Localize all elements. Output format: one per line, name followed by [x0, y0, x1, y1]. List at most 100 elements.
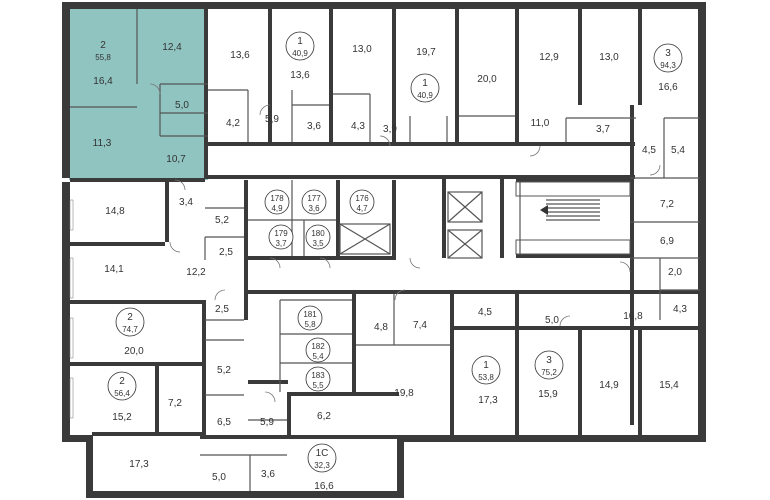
room-area-label: 13,0: [599, 52, 619, 63]
storage-number: 177: [307, 194, 321, 203]
room-area-label: 17,3: [129, 459, 149, 470]
apartment-badge[interactable]: 1 40,9: [285, 31, 315, 61]
apartment-badge[interactable]: 2 55,8: [95, 40, 111, 62]
storage-badge[interactable]: 177 3,6: [301, 189, 327, 215]
partition-walls: [70, 9, 700, 439]
apartment-rooms-count: 1: [422, 78, 428, 89]
room-area-label: 12,9: [539, 52, 559, 63]
apartment-total-area: 55,8: [95, 53, 111, 62]
storage-number: 181: [303, 310, 317, 319]
storage-badge[interactable]: 180 3,5: [305, 224, 331, 250]
apartment-total-area: 40,9: [292, 49, 308, 58]
room-area-label: 3,4: [179, 197, 193, 208]
apartment-badge[interactable]: 1 53,8: [471, 355, 501, 385]
room-area-label: 5,9: [265, 114, 279, 125]
room-area-label: 6,5: [217, 417, 231, 428]
room-area-label: 20,0: [124, 346, 144, 357]
storage-badges: 178 4,9 177 3,6 176 4,7 179 3,7 180 3,5 …: [264, 189, 375, 392]
highlighted-apartment-area[interactable]: [69, 9, 208, 180]
storage-area: 4,7: [356, 204, 368, 213]
apartment-total-area: 32,3: [314, 461, 330, 470]
storage-badge[interactable]: 182 5,4: [305, 337, 331, 363]
apartment-badge[interactable]: 1 40,9: [410, 73, 440, 103]
storage-badge[interactable]: 179 3,7: [268, 224, 294, 250]
room-area-label: 5,0: [545, 315, 559, 326]
room-area-label: 2,5: [219, 247, 233, 258]
room-area-label: 4,5: [478, 307, 492, 318]
room-area-label: 7,2: [168, 398, 182, 409]
apartment-rooms-count: 2: [100, 40, 106, 51]
room-area-label: 16,6: [658, 82, 678, 93]
apartment-badge[interactable]: 2 56,4: [107, 371, 137, 401]
apartment-badge[interactable]: 3 94,3: [653, 43, 683, 73]
room-area-label: 4,3: [673, 304, 687, 315]
room-area-label: 5,4: [671, 145, 685, 156]
apartment-rooms-count: 2: [127, 312, 133, 323]
room-area-label: 12,4: [162, 42, 182, 53]
room-area-label: 3,7: [596, 124, 610, 135]
apartment-rooms-count: 2: [119, 376, 125, 387]
room-area-label: 7,4: [413, 320, 427, 331]
room-area-label: 4,5: [642, 145, 656, 156]
apartment-rooms-count: 1: [297, 36, 303, 47]
apartment-total-area: 74,7: [122, 325, 138, 334]
stairs: [515, 181, 631, 255]
outer-walls: [62, 2, 706, 498]
room-area-label: 2,0: [668, 267, 682, 278]
room-area-label: 5,2: [217, 365, 231, 376]
room-area-label: 7,2: [660, 199, 674, 210]
room-area-label: 6,9: [660, 236, 674, 247]
room-area-label: 13,6: [230, 50, 250, 61]
building-core: [339, 181, 631, 259]
apartment-total-area: 40,9: [417, 91, 433, 100]
storage-badge[interactable]: 178 4,9: [264, 189, 290, 215]
room-area-label: 5,2: [215, 215, 229, 226]
room-area-label: 4,3: [351, 121, 365, 132]
room-area-label: 3,6: [307, 121, 321, 132]
apartment-badge[interactable]: 2 74,7: [115, 307, 145, 337]
apartment-total-area: 75,2: [541, 368, 557, 377]
storage-number: 179: [274, 229, 288, 238]
apartment-rooms-count: 1С: [316, 448, 329, 459]
storage-area: 3,5: [312, 239, 324, 248]
room-area-label: 5,9: [260, 417, 274, 428]
room-area-label: 5,0: [212, 472, 226, 483]
room-area-labels: 16,4 12,4 5,0 11,3 10,7 13,6 4,2 5,9 13,…: [93, 42, 688, 492]
apartment-total-area: 56,4: [114, 389, 130, 398]
room-area-label: 11,3: [93, 138, 112, 149]
room-area-label: 11,0: [531, 118, 550, 129]
thin-internal-lines: [70, 9, 700, 491]
storage-area: 4,9: [271, 204, 283, 213]
room-area-label: 10,7: [166, 154, 186, 165]
storage-area: 3,6: [308, 204, 320, 213]
storage-badge[interactable]: 183 5,5: [305, 366, 331, 392]
room-area-label: 15,9: [538, 389, 558, 400]
room-area-label: 12,2: [186, 267, 206, 278]
room-area-label: 4,8: [374, 322, 388, 333]
storage-badge[interactable]: 176 4,7: [349, 189, 375, 215]
apartment-badge[interactable]: 3 75,2: [534, 350, 564, 380]
room-area-label: 13,0: [352, 44, 372, 55]
storage-badge[interactable]: 181 5,8: [297, 305, 323, 331]
storage-area: 5,5: [312, 381, 324, 390]
room-area-label: 16,6: [314, 481, 334, 492]
room-area-label: 16,4: [93, 76, 113, 87]
apartment-total-area: 53,8: [478, 373, 494, 382]
apartment-rooms-count: 1: [483, 360, 489, 371]
apartment-badge[interactable]: 1С 32,3: [307, 443, 337, 473]
apartment-rooms-count: 3: [546, 355, 552, 366]
room-area-label: 14,8: [105, 206, 125, 217]
room-area-label: 14,9: [599, 380, 619, 391]
room-area-label: 2,5: [215, 304, 229, 315]
storage-area: 5,4: [312, 352, 324, 361]
room-area-label: 19,8: [394, 388, 414, 399]
storage-number: 178: [270, 194, 284, 203]
room-area-label: 15,4: [659, 380, 679, 391]
room-area-label: 10,8: [623, 311, 643, 322]
storage-number: 180: [311, 229, 325, 238]
room-area-label: 15,2: [112, 412, 132, 423]
room-area-label: 3,9: [383, 124, 397, 135]
storage-number: 183: [311, 371, 325, 380]
room-area-label: 5,0: [175, 100, 189, 111]
